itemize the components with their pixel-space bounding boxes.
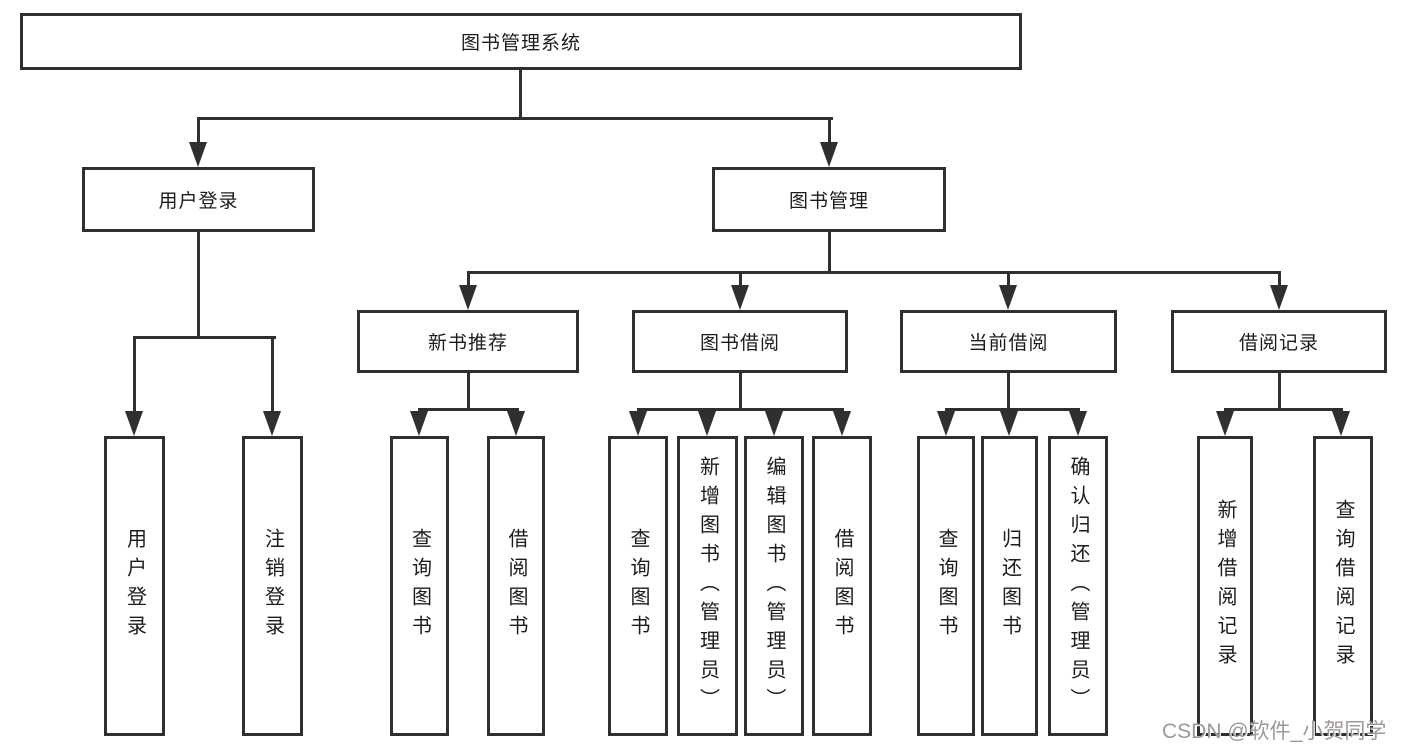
leaf-recommend-query-book: 查询图书	[390, 436, 449, 736]
node-book-borrow: 图书借阅	[632, 310, 848, 373]
leaf-user-login-label: 用户登录	[123, 528, 146, 644]
leaf-borrow-add-book-admin: 新增图书（管理员）	[677, 436, 738, 736]
connector-line	[197, 117, 200, 147]
arrow-down-icon	[189, 142, 207, 167]
connector-line	[1278, 271, 1281, 289]
arrow-down-icon	[999, 285, 1017, 310]
connector-line	[1007, 271, 1010, 289]
node-borrow-records: 借阅记录	[1171, 310, 1387, 373]
leaf-borrow-borrow-book-label: 借阅图书	[831, 528, 853, 644]
leaf-records-add-borrow-record-label: 新增借阅记录	[1214, 499, 1236, 673]
arrow-down-icon	[125, 411, 143, 436]
leaf-current-query-book: 查询图书	[917, 436, 975, 736]
leaf-current-return-book: 归还图书	[981, 436, 1038, 736]
node-book-management-label: 图书管理	[788, 191, 869, 212]
node-root-label: 图书管理系统	[460, 33, 581, 54]
connector-line	[828, 117, 831, 147]
node-user-login: 用户登录	[82, 167, 315, 232]
connector-line	[1278, 373, 1281, 411]
connector-line	[739, 373, 742, 411]
connector-line	[467, 271, 470, 289]
node-borrow-records-label: 借阅记录	[1238, 333, 1319, 354]
connector-line	[197, 232, 200, 339]
arrow-down-icon	[410, 411, 428, 436]
arrow-down-icon	[820, 142, 838, 167]
connector-line	[271, 336, 274, 416]
leaf-borrow-borrow-book: 借阅图书	[812, 436, 872, 736]
leaf-current-return-book-label: 归还图书	[998, 528, 1021, 644]
arrow-down-icon	[937, 411, 955, 436]
connector-line	[133, 336, 136, 416]
leaf-user-login: 用户登录	[104, 436, 165, 736]
connector-line	[467, 271, 1281, 274]
arrow-down-icon	[459, 285, 477, 310]
leaf-borrow-edit-book-admin-label: 编辑图书（管理员）	[763, 455, 785, 717]
arrow-down-icon	[1332, 411, 1350, 436]
arrow-down-icon	[698, 411, 716, 436]
arrow-down-icon	[731, 285, 749, 310]
arrow-down-icon	[833, 411, 851, 436]
node-book-management: 图书管理	[712, 167, 946, 232]
connector-line	[133, 336, 276, 339]
leaf-current-confirm-return-admin: 确认归还（管理员）	[1048, 436, 1108, 736]
arrow-down-icon	[263, 411, 281, 436]
leaf-current-confirm-return-admin-label: 确认归还（管理员）	[1067, 455, 1089, 717]
node-current-borrow-label: 当前借阅	[968, 333, 1049, 354]
connector-line	[637, 408, 844, 411]
connector-line	[1224, 408, 1343, 411]
connector-line	[1007, 373, 1010, 411]
node-new-book-recommend: 新书推荐	[357, 310, 579, 373]
leaf-records-add-borrow-record: 新增借阅记录	[1197, 436, 1253, 736]
connector-line	[418, 408, 519, 411]
node-root: 图书管理系统	[20, 13, 1022, 70]
node-book-borrow-label: 图书借阅	[699, 333, 780, 354]
arrow-down-icon	[629, 411, 647, 436]
arrow-down-icon	[765, 411, 783, 436]
node-user-login-label: 用户登录	[158, 191, 239, 212]
leaf-recommend-borrow-book-label: 借阅图书	[505, 528, 527, 644]
leaf-borrow-edit-book-admin: 编辑图书（管理员）	[744, 436, 804, 736]
arrow-down-icon	[1270, 285, 1288, 310]
connector-line	[197, 117, 833, 120]
arrow-down-icon	[1216, 411, 1234, 436]
connector-line	[739, 271, 742, 289]
leaf-recommend-query-book-label: 查询图书	[408, 528, 431, 644]
arrow-down-icon	[1069, 411, 1087, 436]
node-new-book-recommend-label: 新书推荐	[427, 333, 508, 354]
arrow-down-icon	[1000, 411, 1018, 436]
leaf-recommend-borrow-book: 借阅图书	[487, 436, 545, 736]
watermark-text: CSDN @软件_小贺同学	[1162, 720, 1387, 743]
leaf-records-query-borrow-record: 查询借阅记录	[1313, 436, 1373, 736]
connector-line	[519, 70, 522, 118]
leaf-logout: 注销登录	[242, 436, 303, 736]
connector-line	[828, 232, 831, 274]
leaf-borrow-query-book-label: 查询图书	[627, 528, 649, 644]
leaf-borrow-add-book-admin-label: 新增图书（管理员）	[696, 455, 719, 717]
leaf-borrow-query-book: 查询图书	[608, 436, 668, 736]
arrow-down-icon	[507, 411, 525, 436]
leaf-records-query-borrow-record-label: 查询借阅记录	[1332, 499, 1354, 673]
node-current-borrow: 当前借阅	[900, 310, 1117, 373]
leaf-logout-label: 注销登录	[261, 528, 284, 644]
connector-line	[945, 408, 1080, 411]
leaf-current-query-book-label: 查询图书	[935, 528, 957, 644]
connector-line	[467, 373, 470, 411]
